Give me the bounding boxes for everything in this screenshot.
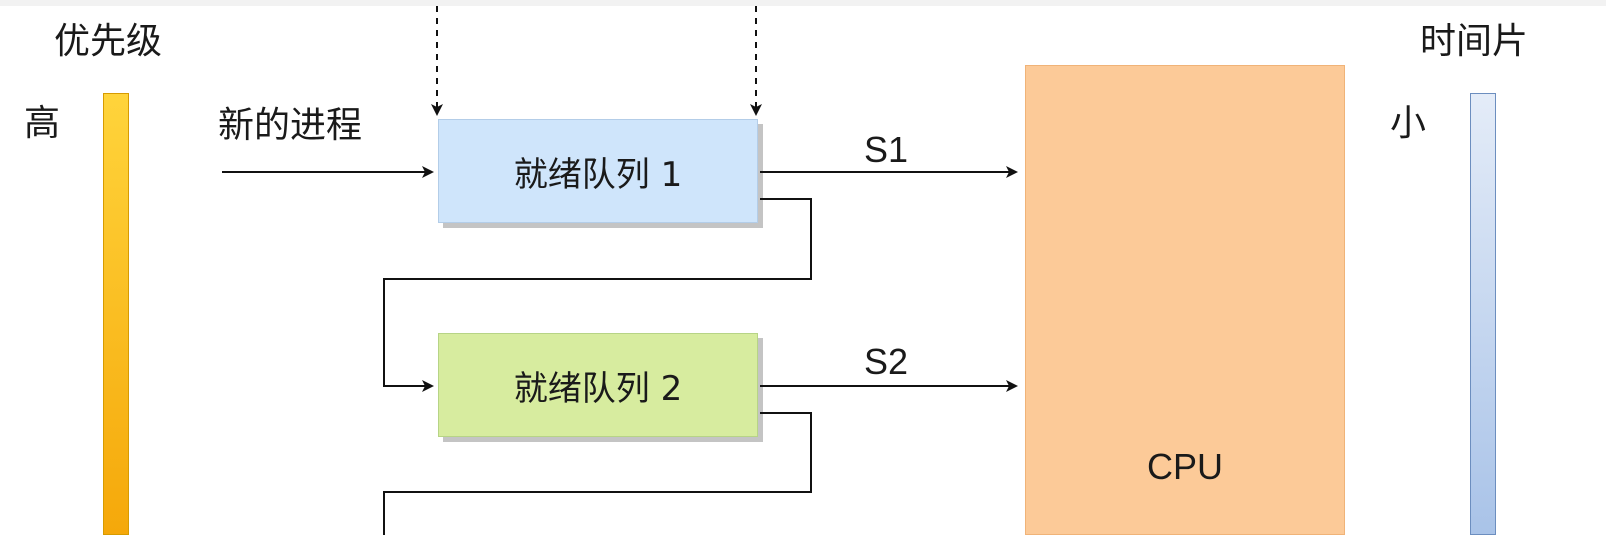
demote-line-2-to-next [383,412,812,535]
ready-queue-1-label: 就绪队列 1 [513,154,683,195]
priority-bar [103,93,129,535]
timeslice-small-label: 小 [1390,103,1427,144]
demote-arrow-1-to-2 [383,198,812,392]
priority-title: 优先级 [54,21,163,62]
cpu-label: CPU [1146,446,1223,487]
priority-high-label: 高 [24,103,61,144]
edge-label-s2: S2 [864,341,909,382]
new-process-label: 新的进程 [218,105,363,146]
ready-queue-2-label: 就绪队列 2 [513,368,683,409]
ready-queue-1[interactable]: 就绪队列 1 [438,119,758,223]
ready-queue-2[interactable]: 就绪队列 2 [438,333,758,437]
timeslice-bar [1470,93,1496,535]
timeslice-title: 时间片 [1420,21,1529,62]
cpu-box[interactable] [1025,65,1345,535]
top-border-strip [0,0,1606,6]
edge-label-s1: S1 [864,129,909,170]
